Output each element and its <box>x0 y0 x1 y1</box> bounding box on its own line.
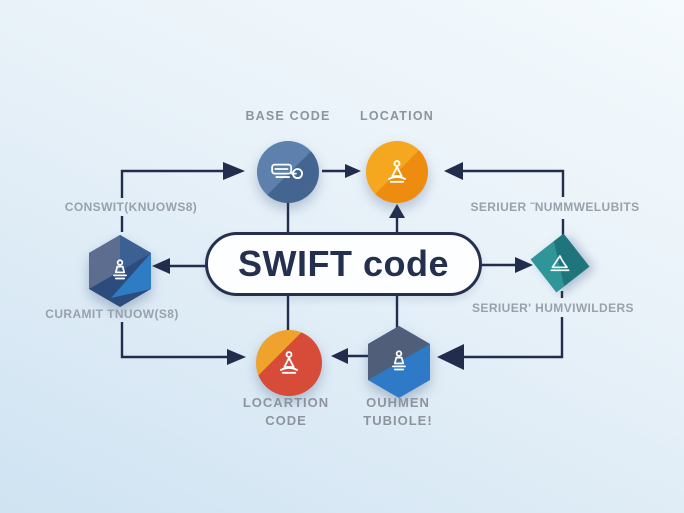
right-top-label: SERIUER ˜NUMMWELUBITS <box>470 200 640 214</box>
bottom-hexagon-label: OUHMEN TUBIOLE! <box>363 394 432 430</box>
hexagon-shape <box>368 326 430 398</box>
bottom-hexagon-label-line2: TUBIOLE! <box>363 413 433 428</box>
location-node <box>366 141 428 203</box>
mountain-icon <box>547 250 573 276</box>
meditating-figure-icon <box>382 157 412 187</box>
left-hexagon-node <box>89 235 151 307</box>
bottom-circle-label-line1: LOCARTION <box>242 395 330 410</box>
statue-figure-icon <box>385 348 413 376</box>
bottom-hexagon-node <box>368 326 430 398</box>
bottom-circle-node <box>256 330 322 396</box>
right-bottom-label: SERIUER' HUMVIWILDERS <box>472 301 634 315</box>
hexagon-shape <box>89 235 151 307</box>
bottom-circle-label-line2: CODE <box>265 413 307 428</box>
left-bottom-label: CURAMIT TNUOW(S8) <box>45 307 179 321</box>
bottom-circle-label: LOCARTION CODE <box>243 394 329 430</box>
swift-code-pill: SWIFT code <box>205 232 482 296</box>
location-label: LOCATION <box>360 109 434 123</box>
bottom-hexagon-label-line1: OUHMEN <box>366 395 430 410</box>
truck-icon <box>270 160 306 184</box>
base-code-label: BASE CODE <box>245 109 331 123</box>
left-top-label: CONSWIT(KNUOWS8) <box>64 200 198 214</box>
swift-code-title: SWIFT code <box>238 243 449 284</box>
right-square-node <box>530 233 590 293</box>
base-code-node <box>257 141 319 203</box>
statue-figure-icon <box>106 257 134 285</box>
meditating-figure-icon <box>274 348 304 378</box>
